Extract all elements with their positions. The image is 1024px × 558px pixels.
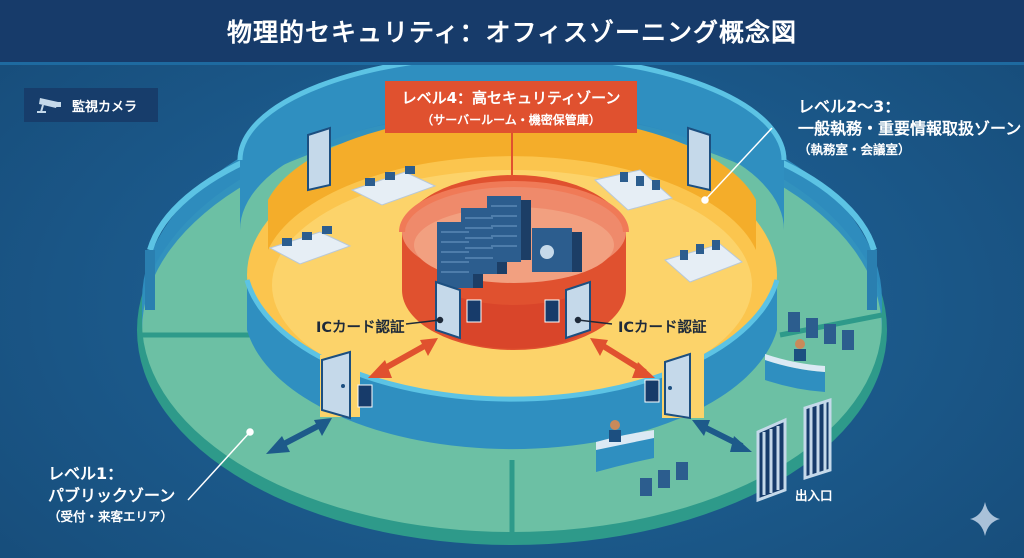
sparkle-icon: [970, 502, 1000, 536]
level1-title-line1: レベル1：: [48, 464, 124, 483]
level1-subtitle: （受付・来客エリア）: [48, 509, 174, 524]
level4-label-box: レベル4：高セキュリティゾーン （サーバールーム・機密保管庫）: [385, 81, 637, 133]
reception-desk-right: [765, 339, 825, 392]
title-bar: 物理的セキュリティ：オフィスゾーニング概念図: [0, 0, 1024, 65]
security-camera-icon: [37, 98, 61, 113]
access-arrow-blue-right: [692, 420, 752, 452]
ic-card-label-left: ICカード認証: [316, 320, 405, 336]
level1-title-line2: パブリックゾーン: [48, 486, 176, 505]
access-arrow-blue-left: [266, 418, 332, 454]
level2-3-subtitle: （執務室・会議室）: [798, 142, 911, 157]
door-left-middle-ring: [321, 350, 351, 420]
card-reader-right: [644, 379, 660, 403]
safe-vault: [532, 228, 582, 272]
level4-subtitle: （サーバールーム・機密保管庫）: [421, 113, 601, 127]
access-arrow-red-left: [368, 338, 438, 378]
level4-title: レベル4：高セキュリティゾーン: [401, 89, 621, 107]
level2-3-label: レベル2〜3： 一般執務・重要情報取扱ゾーン （執務室・会議室）: [798, 96, 1021, 159]
leader-lines: [187, 127, 773, 501]
legend-label: 監視カメラ: [72, 99, 138, 115]
legend-security-camera: 監視カメラ: [24, 88, 158, 122]
reception-desk-front: [596, 420, 654, 472]
entrance-label: 出入口: [795, 488, 833, 503]
access-arrow-red-right: [590, 338, 655, 378]
level2-3-title-line1: レベル2〜3：: [798, 97, 901, 116]
door-right-middle-ring: [664, 352, 691, 420]
level2-3-title-line2: 一般執務・重要情報取扱ゾーン: [798, 119, 1022, 138]
page-title: 物理的セキュリティ：オフィスゾーニング概念図: [226, 18, 797, 47]
server-racks: [437, 196, 531, 288]
entrance-gate: [756, 397, 832, 503]
level1-label: レベル1： パブリックゾーン （受付・来客エリア）: [48, 463, 175, 526]
card-reader-left: [357, 384, 373, 408]
ic-card-label-right: ICカード認証: [618, 320, 707, 336]
waiting-chairs: [640, 312, 854, 496]
